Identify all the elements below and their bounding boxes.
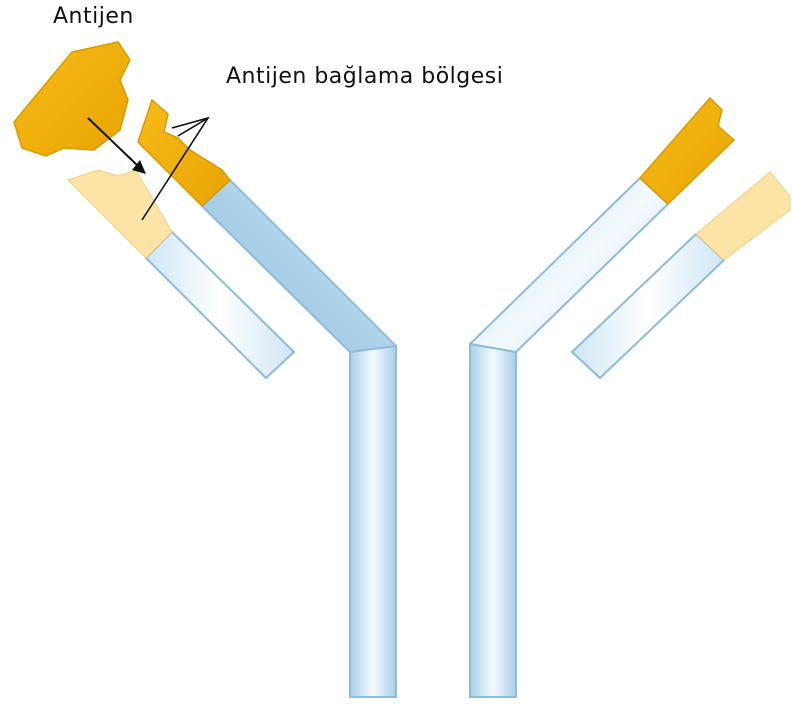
left-heavy-stem [350, 346, 396, 697]
right-heavy-variable-region [640, 98, 734, 204]
left-light-variable-region [68, 170, 172, 258]
antigen-label: Antijen [53, 4, 134, 29]
right-heavy-chain [470, 98, 734, 697]
binding-site-label: Antijen bağlama bölgesi [226, 64, 503, 89]
right-light-chain [572, 172, 790, 378]
right-heavy-constant-arm [470, 178, 668, 374]
left-heavy-variable-region [138, 100, 230, 206]
left-heavy-chain [138, 100, 396, 697]
left-light-chain [68, 170, 294, 378]
left-heavy-constant-arm [202, 180, 396, 374]
right-heavy-stem [470, 344, 516, 697]
right-light-variable-region [696, 172, 790, 260]
antigen-shape [14, 42, 130, 156]
